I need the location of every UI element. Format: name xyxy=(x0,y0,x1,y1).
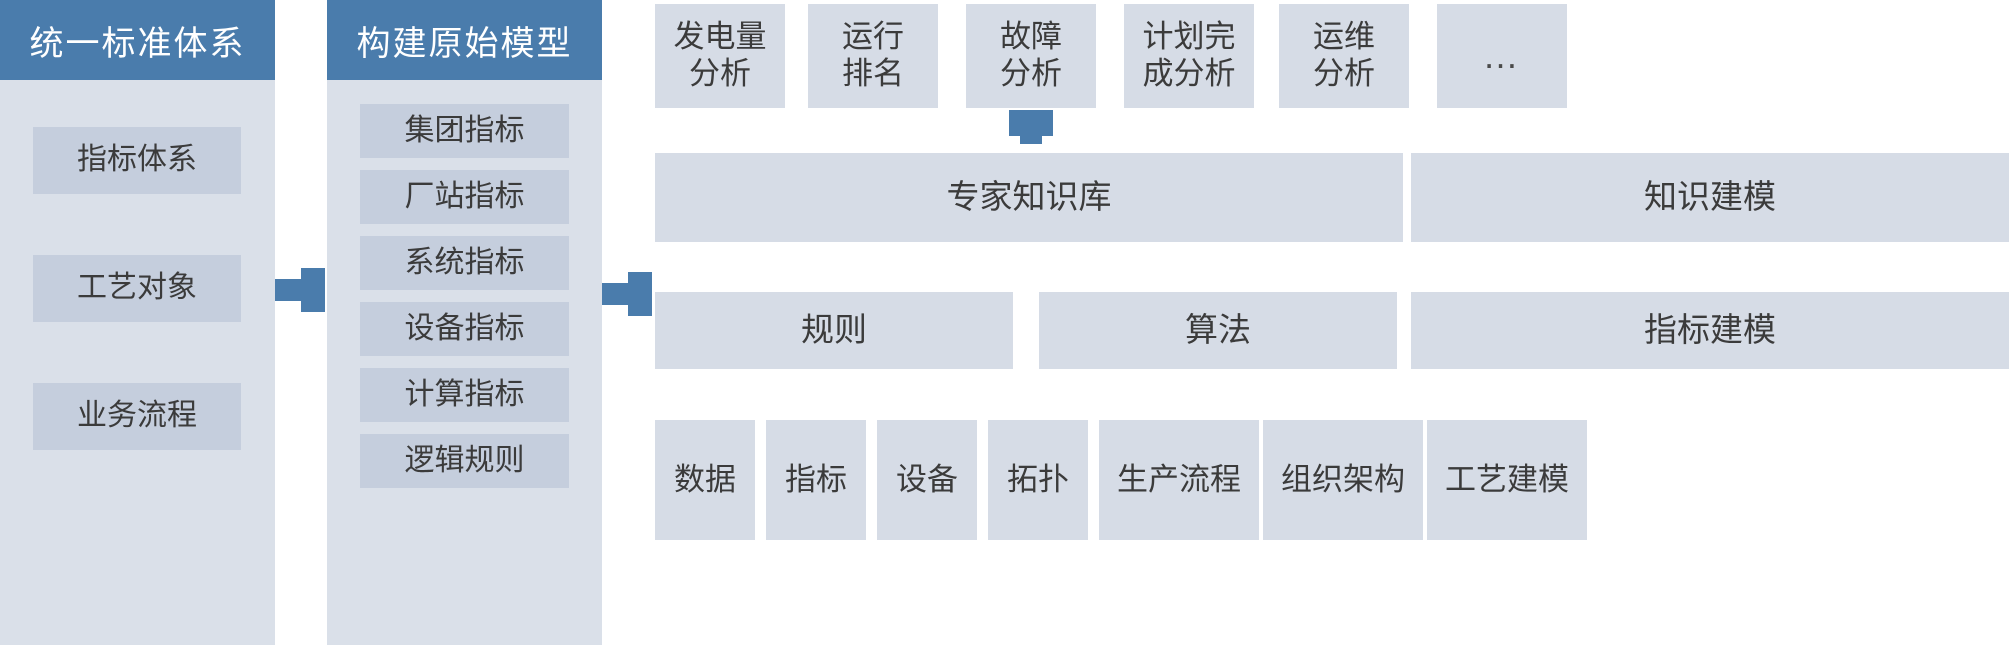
standards-item-2[interactable]: 业务流程 xyxy=(33,383,241,450)
arrow-head xyxy=(301,268,325,312)
foundation-tile-production-process[interactable]: 生产流程 xyxy=(1099,420,1259,540)
foundation-tile-process-modeling[interactable]: 工艺建模 xyxy=(1427,420,1587,540)
arrow-shaft xyxy=(602,283,634,305)
analysis-tile-yunwei[interactable]: 运维 分析 xyxy=(1279,4,1409,108)
analysis-tile-more[interactable]: … xyxy=(1437,4,1567,108)
analysis-tile-jihua-wancheng[interactable]: 计划完 成分析 xyxy=(1124,4,1254,108)
foundation-tile-device[interactable]: 设备 xyxy=(877,420,977,540)
foundation-tile-indicator[interactable]: 指标 xyxy=(766,420,866,540)
knowledge-base-tile[interactable]: 专家知识库 xyxy=(655,153,1403,242)
rules-tile[interactable]: 规则 xyxy=(655,292,1013,369)
analysis-tile-fadianliang[interactable]: 发电量 分析 xyxy=(655,4,785,108)
standards-panel-body: 指标体系 工艺对象 业务流程 xyxy=(0,80,275,645)
model-item-5[interactable]: 逻辑规则 xyxy=(360,434,569,488)
standards-item-0[interactable]: 指标体系 xyxy=(33,127,241,194)
arrow-model-to-rules xyxy=(602,272,652,316)
standards-item-1[interactable]: 工艺对象 xyxy=(33,255,241,322)
analysis-tile-guzhang[interactable]: 故障 分析 xyxy=(966,4,1096,108)
model-item-2[interactable]: 系统指标 xyxy=(360,236,569,290)
arrow-head xyxy=(628,272,652,316)
model-panel-header: 构建原始模型 xyxy=(327,0,602,80)
foundation-tile-org-structure[interactable]: 组织架构 xyxy=(1263,420,1423,540)
algorithms-tile[interactable]: 算法 xyxy=(1039,292,1397,369)
foundation-tile-data[interactable]: 数据 xyxy=(655,420,755,540)
standards-panel: 统一标准体系 指标体系 工艺对象 业务流程 xyxy=(0,0,275,645)
foundation-tile-topology[interactable]: 拓扑 xyxy=(988,420,1088,540)
knowledge-modeling-tile[interactable]: 知识建模 xyxy=(1411,153,2009,242)
model-item-4[interactable]: 计算指标 xyxy=(360,368,569,422)
analysis-tile-yunxing-paiming[interactable]: 运行 排名 xyxy=(808,4,938,108)
arrow-shaft xyxy=(275,279,307,301)
arrow-standards-to-model xyxy=(275,268,325,312)
standards-panel-header: 统一标准体系 xyxy=(0,0,275,80)
model-item-0[interactable]: 集团指标 xyxy=(360,104,569,158)
model-item-3[interactable]: 设备指标 xyxy=(360,302,569,356)
model-panel: 构建原始模型 集团指标 厂站指标 系统指标 设备指标 计算指标 逻辑规则 xyxy=(327,0,602,645)
model-panel-body: 集团指标 厂站指标 系统指标 设备指标 计算指标 逻辑规则 xyxy=(327,80,602,645)
indicator-modeling-tile[interactable]: 指标建模 xyxy=(1411,292,2009,369)
model-item-1[interactable]: 厂站指标 xyxy=(360,170,569,224)
arrow-fault-analysis-to-knowledge xyxy=(1009,110,1053,162)
arrow-head xyxy=(1009,110,1053,136)
